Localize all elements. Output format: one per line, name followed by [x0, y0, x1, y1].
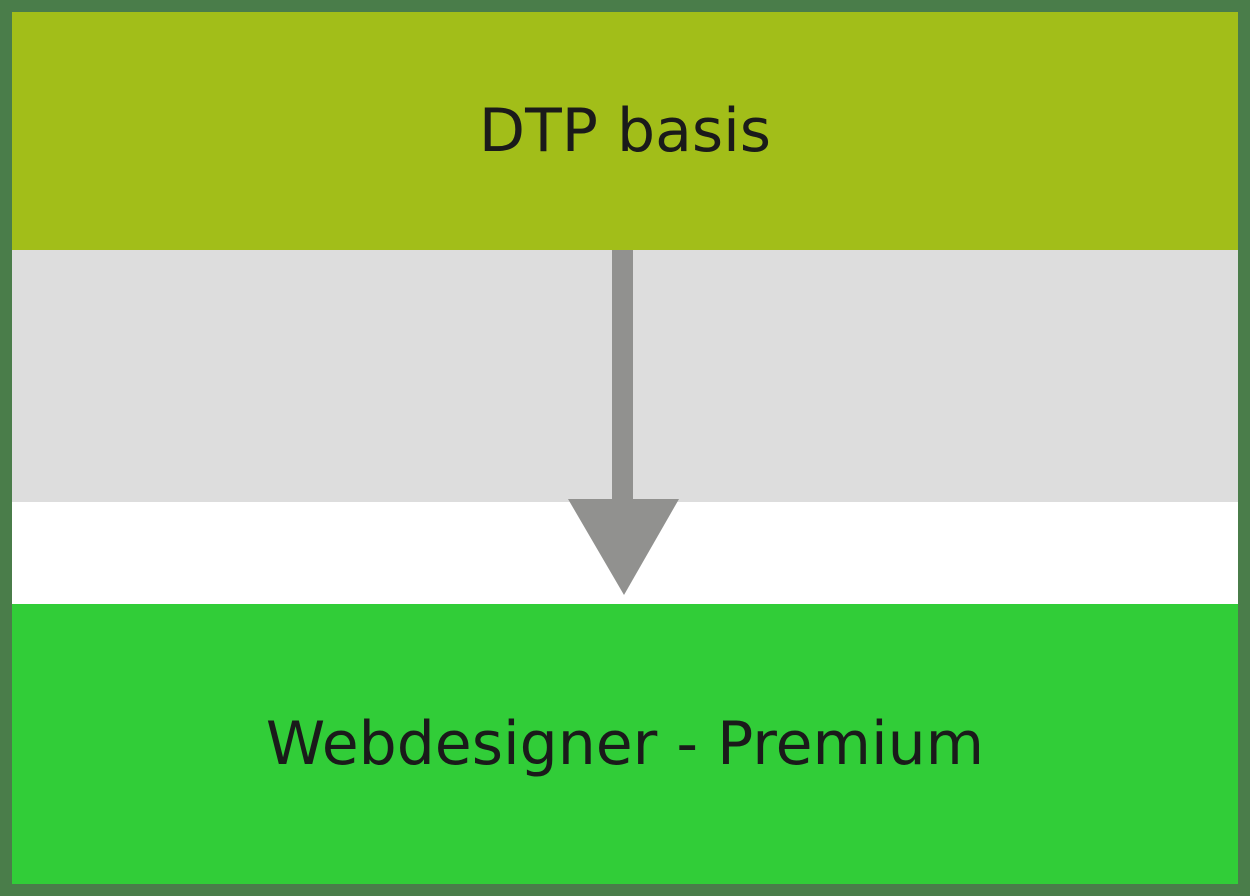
- dtp-basis-label: DTP basis: [478, 96, 772, 166]
- webdesigner-premium-box: Webdesigner - Premium: [12, 604, 1238, 884]
- connector-gap: [12, 502, 1238, 604]
- dtp-basis-box: DTP basis: [12, 12, 1238, 250]
- webdesigner-premium-label: Webdesigner - Premium: [265, 709, 985, 779]
- connector-band: [12, 250, 1238, 502]
